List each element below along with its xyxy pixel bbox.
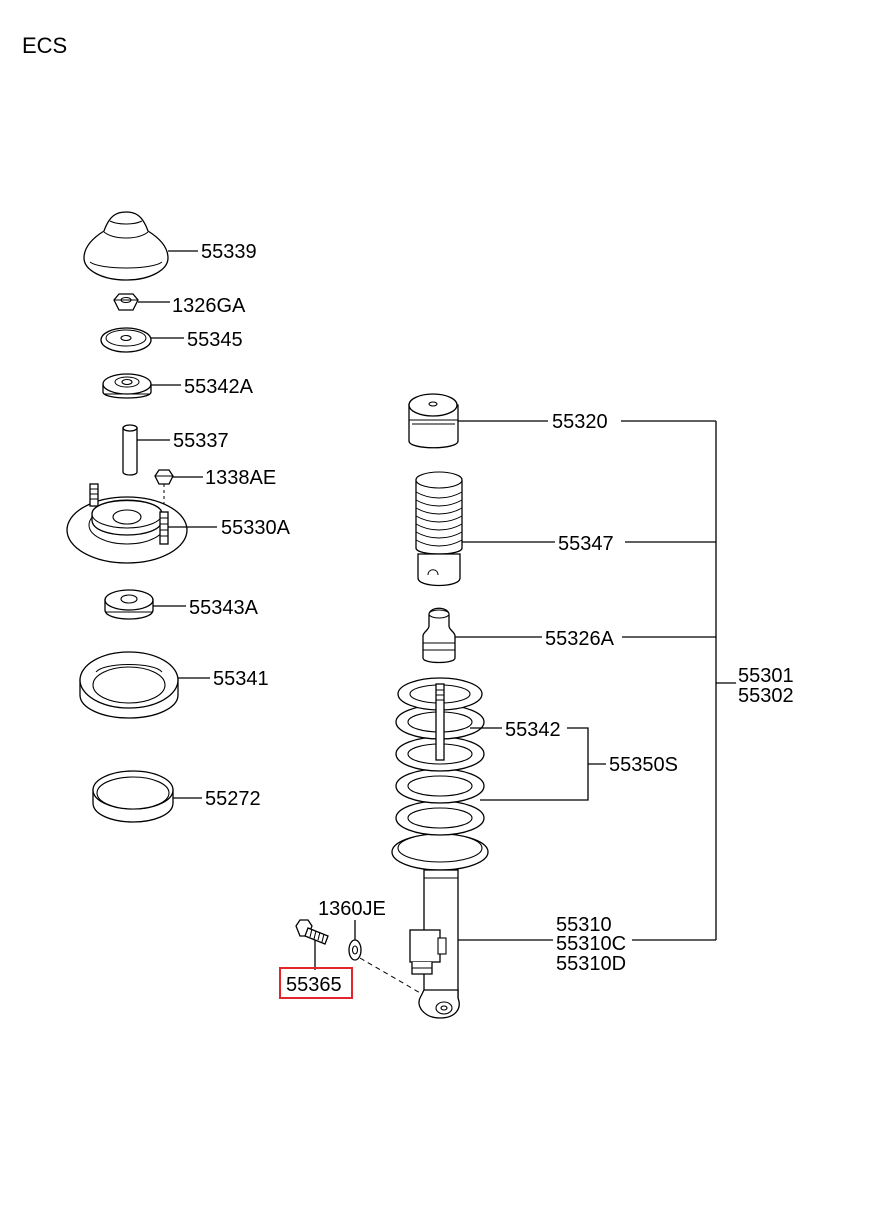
label-55341: 55341 (213, 668, 269, 690)
part-55272-ring[interactable] (92, 770, 174, 823)
part-55365-bolt[interactable] (295, 919, 329, 945)
part-55339-dust-cover[interactable] (83, 211, 169, 281)
label-55337: 55337 (173, 430, 229, 452)
part-55341-spring-seat[interactable] (79, 651, 179, 719)
part-1338AE-nut[interactable] (154, 469, 174, 485)
label-55302: 55302 (738, 685, 794, 707)
part-55320-cap[interactable] (408, 393, 459, 449)
part-55326A-bump-stopper[interactable] (422, 607, 456, 664)
label-55320: 55320 (552, 411, 608, 433)
label-55310D: 55310D (556, 953, 626, 975)
label-55310C: 55310C (556, 933, 626, 955)
label-1338AE: 1338AE (205, 467, 276, 489)
label-1326GA: 1326GA (172, 295, 246, 317)
part-55345-washer[interactable] (100, 327, 152, 353)
label-55345: 55345 (187, 329, 243, 351)
label-55339: 55339 (201, 241, 257, 263)
part-55347-dust-boot[interactable] (415, 471, 463, 587)
part-55343A-bushing[interactable] (104, 589, 154, 620)
part-55342-coil-spring[interactable] (391, 677, 489, 871)
label-55347: 55347 (558, 533, 614, 555)
label-55342A: 55342A (184, 376, 254, 398)
part-55310-strut-body[interactable] (409, 869, 460, 1019)
label-55365[interactable]: 55365 (286, 974, 342, 996)
label-55343A: 55343A (189, 597, 259, 619)
part-55342A-insulator[interactable] (102, 373, 152, 399)
label-55301: 55301 (738, 665, 794, 687)
label-55310: 55310 (556, 914, 612, 936)
label-55330A: 55330A (221, 517, 291, 539)
label-55326A: 55326A (545, 628, 615, 650)
part-55330A-mount-plate[interactable] (66, 483, 188, 564)
diagram-title: ECS (22, 33, 67, 58)
part-1326GA-nut[interactable] (113, 293, 139, 311)
label-55350S: 55350S (609, 754, 678, 776)
label-1360JE: 1360JE (318, 898, 386, 920)
part-1360JE-washer[interactable] (348, 939, 362, 961)
label-55272: 55272 (205, 788, 261, 810)
highlight-box-55365 (279, 967, 353, 999)
part-55337-sleeve[interactable] (122, 424, 138, 476)
label-55342: 55342 (505, 719, 561, 741)
